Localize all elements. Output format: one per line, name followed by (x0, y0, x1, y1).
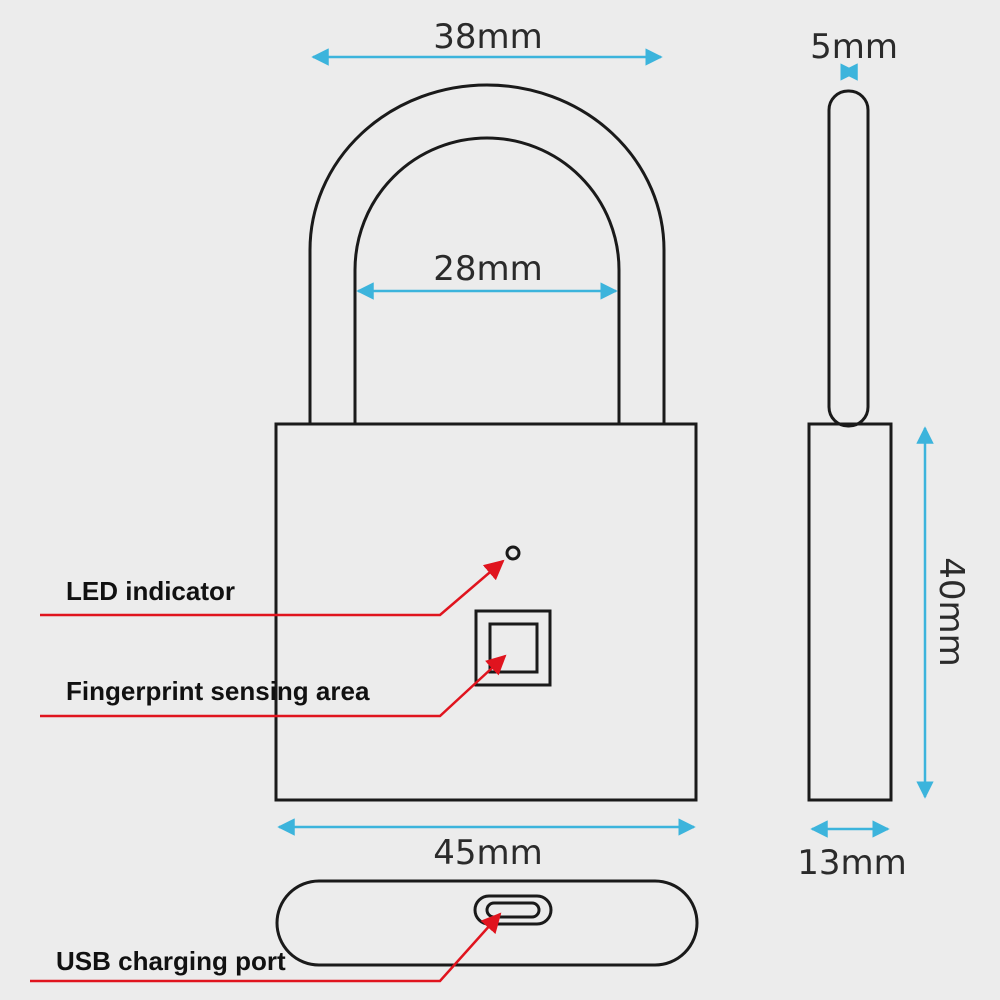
callout-line-fingerprint (40, 654, 507, 718)
usb-port (473, 894, 553, 926)
front-body (274, 422, 698, 802)
label-shackle-thickness: 5mm (810, 27, 898, 67)
label-body-height: 40mm (931, 557, 971, 667)
callout-usb: USB charging port (56, 946, 286, 976)
side-shackle (827, 89, 870, 428)
fingerprint-sensor (474, 609, 552, 687)
led-indicator-dot (505, 545, 521, 561)
callout-line-led (40, 559, 505, 617)
callout-line-usb (30, 912, 502, 983)
bottom-body (275, 879, 699, 967)
side-body (807, 422, 893, 802)
label-body-width: 45mm (433, 833, 543, 873)
front-shackle (308, 83, 666, 424)
callout-led: LED indicator (66, 576, 235, 606)
label-shackle-inner-width: 28mm (433, 249, 543, 289)
label-shackle-outer-width: 38mm (433, 17, 543, 57)
label-body-depth: 13mm (797, 843, 907, 883)
callout-fingerprint: Fingerprint sensing area (66, 676, 370, 706)
